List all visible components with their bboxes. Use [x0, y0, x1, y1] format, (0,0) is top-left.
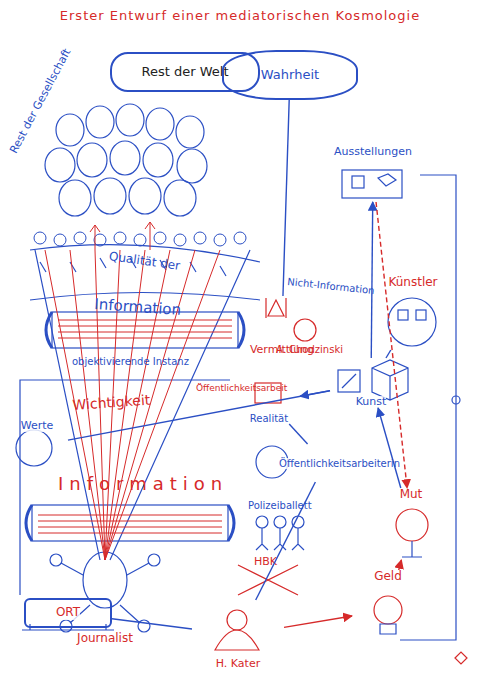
node-text: Ausstellungen: [334, 146, 412, 158]
connector: [283, 100, 289, 296]
node-text: Rest der Welt: [142, 65, 229, 79]
node-text: H. Kater: [216, 658, 260, 670]
connector: [112, 619, 192, 629]
diagram-node: Künstler: [370, 276, 456, 350]
annotation-label: Wichtigkeit: [72, 393, 151, 414]
annotation-label: Polizeiballett: [248, 500, 312, 511]
annotation-label: Information: [94, 296, 182, 319]
node-text: Geld: [374, 570, 402, 583]
node-text: Werte: [21, 420, 54, 432]
connector: [376, 202, 407, 488]
connector: [386, 350, 391, 358]
annotation-label: HBK: [254, 556, 277, 568]
node-text: Künstler: [388, 276, 437, 289]
diagram-node: Rest der Welt: [110, 52, 260, 92]
connector: [289, 424, 307, 444]
node-text: Öffentlichkeitsarbeiterin: [279, 458, 400, 469]
diagram-node: H. Kater: [192, 600, 284, 670]
connector: [256, 482, 316, 600]
node-text: Kunst: [356, 396, 387, 408]
title: Erster Entwurf einer mediatorischen Kosm…: [0, 8, 480, 23]
connector: [371, 202, 372, 358]
node-text: Wahrheit: [261, 68, 319, 82]
diagram-node: Ausstellungen: [318, 146, 428, 202]
node-text: Journalist: [77, 632, 133, 645]
annotation-label: Öffentlichkeitsarbeit: [196, 384, 287, 394]
diagram-node: Werte: [6, 420, 68, 472]
annotation-label: A. Chodzinski: [276, 344, 343, 355]
connector: [68, 391, 330, 440]
annotation-label: Rest der Gesellschaft: [8, 47, 73, 156]
connector: [399, 560, 402, 570]
diagram-node: Wahrheit: [222, 50, 358, 100]
annotation-label: objektivierende Instanz: [72, 356, 189, 367]
connector: [284, 616, 352, 627]
diagram-node: Journalist: [45, 545, 165, 645]
node-text: Realität: [250, 413, 288, 424]
annotation-label: Nicht-Information: [287, 276, 375, 296]
node-text: Mut: [400, 488, 423, 501]
connector: [300, 391, 330, 397]
diagram-node: Mut: [378, 488, 444, 560]
diagram-node: Öffentlichkeitsarbeiterin: [250, 444, 400, 482]
annotation-label: Information: [58, 474, 228, 494]
diagram-node: ORT: [24, 598, 112, 628]
connector: [378, 408, 401, 488]
diagram-node: Geld: [352, 570, 424, 650]
diagram-node: Kunst: [330, 358, 412, 408]
node-text: ORT: [56, 606, 80, 619]
